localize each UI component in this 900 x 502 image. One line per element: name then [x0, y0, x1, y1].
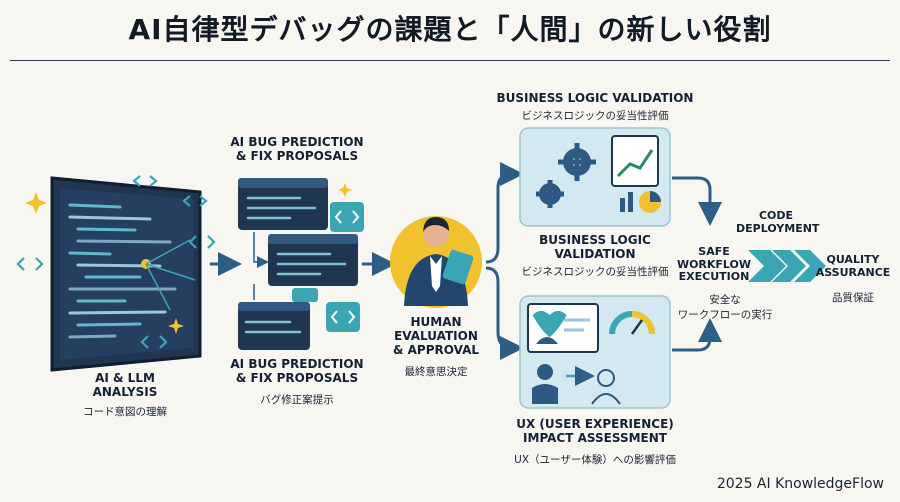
business-logic-mid-subtitle: ビジネスロジックの妥当性評価 — [521, 266, 669, 278]
ux-assessment-panel — [519, 295, 671, 409]
bug-prediction-top-label: AI BUG PREDICTION & FIX PROPOSALS — [230, 135, 364, 163]
quality-assurance-label: QUALITY ASSURANCE — [815, 253, 891, 279]
business-logic-mid-label: BUSINESS LOGIC VALIDATION — [539, 233, 651, 261]
title-divider — [10, 60, 890, 61]
ai-analysis-label: AI & LLM ANALYSIS — [92, 371, 158, 399]
safe-workflow-label: SAFE WORKFLOW EXECUTION — [676, 245, 752, 284]
sparkle-icons — [25, 183, 352, 334]
floating-code-icons — [16, 175, 216, 349]
page-title: AI自律型デバッグの課題と「人間」の新しい役割 — [128, 13, 772, 46]
ai-analysis-monitor-icon — [50, 176, 202, 372]
human-approval-subtitle: 最終意思決定 — [404, 366, 468, 378]
business-logic-top-subtitle: ビジネスロジックの妥当性評価 — [521, 110, 669, 122]
quality-assurance-subtitle: 品質保証 — [832, 292, 874, 304]
ux-assessment-label: UX (USER EXPERIENCE) IMPACT ASSESSMENT — [516, 417, 674, 445]
ai-analysis-subtitle: コード意図の理解 — [83, 406, 167, 418]
merge-arrows — [672, 176, 722, 352]
human-reviewer-icon — [390, 216, 482, 308]
safe-workflow-subtitle: 安全な ワークフローの実行 — [677, 294, 773, 321]
bug-prediction-subtitle: バグ修正案提示 — [260, 394, 334, 406]
split-arrows — [485, 162, 524, 360]
code-window-icons — [238, 178, 364, 350]
business-logic-top-label: BUSINESS LOGIC VALIDATION — [496, 91, 694, 105]
ux-assessment-subtitle: UX（ユーザー体験）への影響評価 — [514, 454, 676, 466]
deployment-chevron-arrows — [748, 250, 826, 282]
human-approval-label: HUMAN EVALUATION & APPROVAL — [392, 315, 480, 357]
bug-prediction-bottom-label: AI BUG PREDICTION & FIX PROPOSALS — [230, 357, 364, 385]
code-deployment-label: CODE DEPLOYMENT — [736, 209, 820, 235]
footer-credit: 2025 AI KnowledgeFlow — [716, 476, 884, 492]
business-logic-panel — [519, 127, 671, 227]
